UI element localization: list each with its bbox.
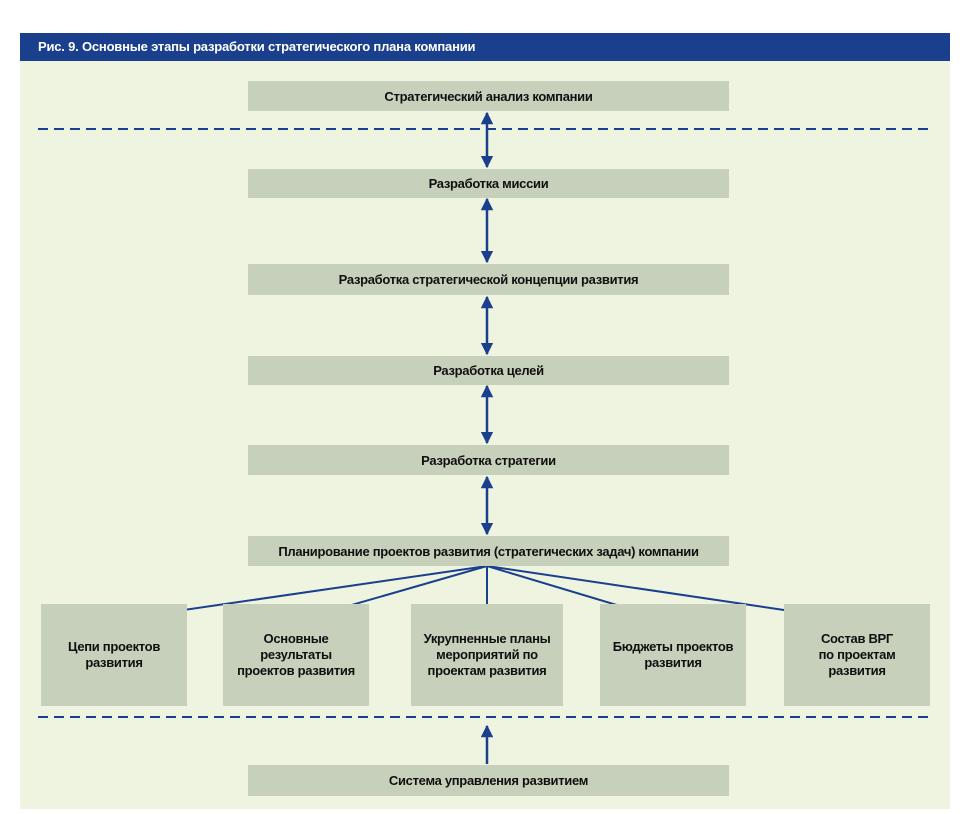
stage-strategy: Разработка стратегии xyxy=(248,445,729,475)
output-project-budgets: Бюджеты проектов развития xyxy=(600,604,746,706)
output-vrg-composition: Состав ВРГ по проектам развития xyxy=(784,604,930,706)
output-action-plans: Укрупненные планы мероприятий по проекта… xyxy=(411,604,563,706)
stage-strategic-analysis: Стратегический анализ компании xyxy=(248,81,729,111)
output-project-chains: Цепи проектов развития xyxy=(41,604,187,706)
figure-title: Рис. 9. Основные этапы разработки страте… xyxy=(20,33,950,61)
stage-mission: Разработка миссии xyxy=(248,169,729,198)
stage-strategic-concept: Разработка стратегической концепции разв… xyxy=(248,264,729,295)
stage-project-planning: Планирование проектов развития (стратеги… xyxy=(248,536,729,566)
output-main-results: Основные результаты проектов развития xyxy=(223,604,369,706)
stage-goals: Разработка целей xyxy=(248,356,729,385)
development-management-system: Система управления развитием xyxy=(248,765,729,796)
